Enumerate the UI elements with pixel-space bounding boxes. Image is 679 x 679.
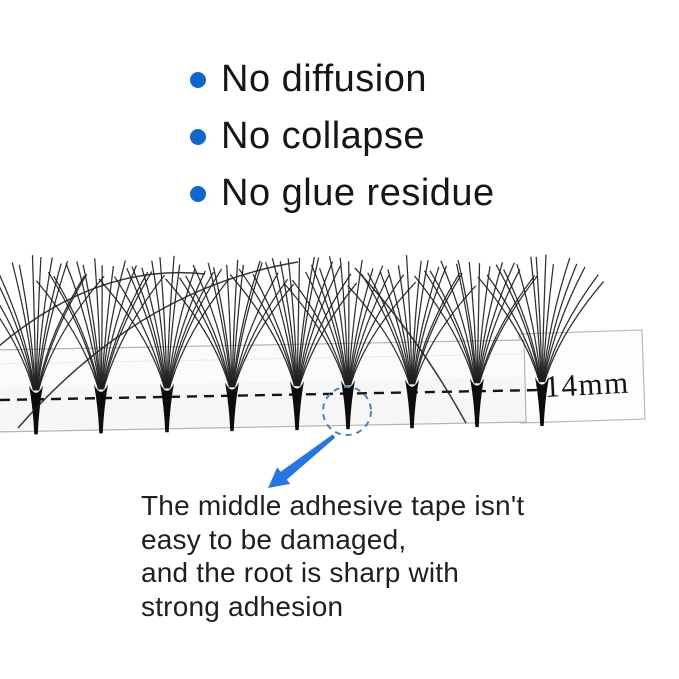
list-item: No glue residue <box>190 172 495 215</box>
callout-caption: The middle adhesive tape isn't easy to b… <box>141 489 524 623</box>
strip-size-label: 14mm <box>544 365 631 404</box>
annotation-layer <box>268 386 372 488</box>
list-item: No collapse <box>190 115 495 158</box>
feature-label: No glue residue <box>221 172 495 214</box>
caption-line: easy to be damaged, <box>141 523 407 555</box>
caption-line: and the root is sharp with <box>141 557 460 588</box>
highlight-circle-icon <box>322 386 372 436</box>
feature-label: No diffusion <box>221 58 427 100</box>
feature-label: No collapse <box>221 115 426 157</box>
caption-line: The middle adhesive tape isn't <box>141 490 525 521</box>
bullet-dot-icon <box>190 128 206 145</box>
caption-line: strong adhesion <box>141 590 344 622</box>
annotation-arrow-icon <box>268 434 336 488</box>
bullet-dot-icon <box>190 71 206 88</box>
list-item: No diffusion <box>190 58 495 101</box>
lash-fans-layer <box>0 254 605 435</box>
tape-layer <box>0 329 646 433</box>
bullet-dot-icon <box>190 185 206 202</box>
feature-bullet-list: No diffusion No collapse No glue residue <box>190 58 495 229</box>
